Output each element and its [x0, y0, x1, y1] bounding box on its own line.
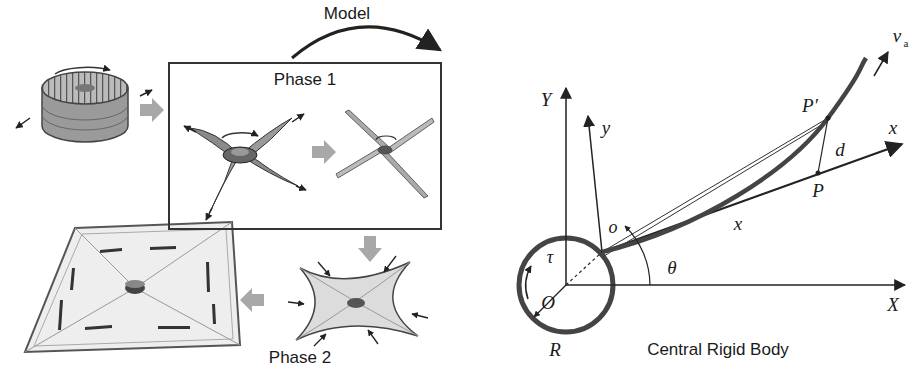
torque-label: τ — [547, 248, 553, 268]
coordinate-label: x — [734, 214, 742, 235]
body-label: Central Rigid Body — [647, 341, 789, 360]
spinning-hub — [184, 114, 306, 220]
axis-label: y — [602, 118, 610, 139]
origin-label: O — [541, 293, 555, 314]
folding-membrane — [288, 256, 428, 346]
axis-label: Y — [541, 90, 552, 111]
velocity-label: v — [893, 26, 901, 47]
phase-box: Phase 1 — [168, 62, 442, 230]
stowed-hub — [16, 67, 152, 142]
phase-label: Phase 2 — [269, 349, 331, 368]
subscript-label: a — [904, 37, 909, 49]
model-label: Model — [324, 5, 370, 24]
axis-label: X — [887, 295, 899, 316]
deployed-membrane — [25, 222, 240, 352]
extended-arms — [336, 110, 434, 198]
phase-title: Phase 1 — [170, 64, 440, 90]
model-diagram — [519, 52, 905, 332]
axis-label: x — [889, 118, 897, 139]
point-label: P — [812, 181, 824, 202]
model-arrow — [292, 27, 440, 58]
distance-label: d — [835, 140, 845, 161]
radius-label: R — [549, 340, 561, 361]
point-label: P′ — [802, 96, 818, 117]
origin-label: o — [609, 218, 618, 238]
angle-label: θ — [667, 258, 676, 279]
